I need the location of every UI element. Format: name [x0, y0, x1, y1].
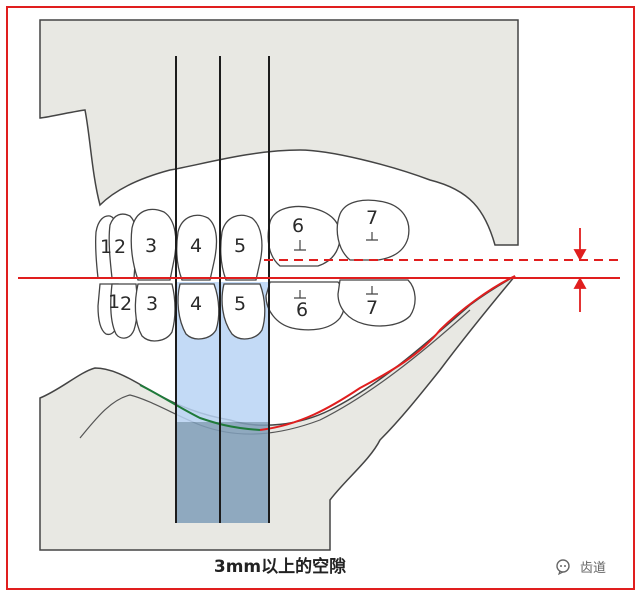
ridge-curve-back	[259, 275, 516, 431]
lower-tooth-labels: 1 2 3 4 5 6 7	[108, 291, 378, 321]
watermark: 齿道	[556, 557, 606, 576]
tooth-label-u6: 6	[292, 215, 304, 237]
upper-tooth-4	[176, 214, 218, 281]
tooth-label-l5: 5	[234, 293, 246, 315]
tooth-label-l1: 1	[108, 291, 120, 313]
ridge-curve-front	[139, 384, 261, 431]
tooth-label-l7: 7	[366, 297, 378, 319]
tooth-label-l2: 2	[120, 293, 132, 315]
tooth-label-u3: 3	[145, 235, 157, 257]
tooth-label-u4: 4	[190, 235, 202, 257]
tooth-label-l3: 3	[146, 293, 158, 315]
lower-tooth-7	[337, 279, 416, 327]
tooth-label-u5: 5	[234, 235, 246, 257]
lower-tooth-5	[221, 283, 266, 340]
molar-marks	[294, 232, 378, 299]
tooth-label-u1: 1	[100, 236, 112, 258]
vertical-guides	[175, 56, 270, 523]
lower-tooth-3	[134, 283, 176, 342]
upper-tooth-7	[336, 199, 410, 261]
upper-teeth	[94, 199, 410, 281]
upper-tooth-6	[267, 205, 341, 267]
gap-arrows	[573, 228, 587, 312]
arrow-down-icon	[573, 249, 587, 261]
lower-tooth-4	[177, 283, 220, 340]
tooth-label-u2: 2	[114, 236, 126, 258]
tooth-label-u7: 7	[366, 207, 378, 229]
wechat-bubble-icon	[556, 558, 570, 575]
upper-tooth-labels: 1 2 3 4 5 6 7	[100, 207, 378, 258]
watermark-text: 齿道	[580, 561, 607, 576]
caption: 3mm以上的空隙	[213, 557, 347, 577]
gap-column-dark	[176, 422, 269, 523]
upper-skull	[39, 19, 519, 246]
upper-tooth-5	[220, 214, 263, 281]
lower-teeth	[97, 279, 416, 342]
tooth-label-l4: 4	[190, 293, 202, 315]
tooth-label-l6: 6	[296, 299, 308, 321]
arrow-up-icon	[573, 277, 587, 289]
